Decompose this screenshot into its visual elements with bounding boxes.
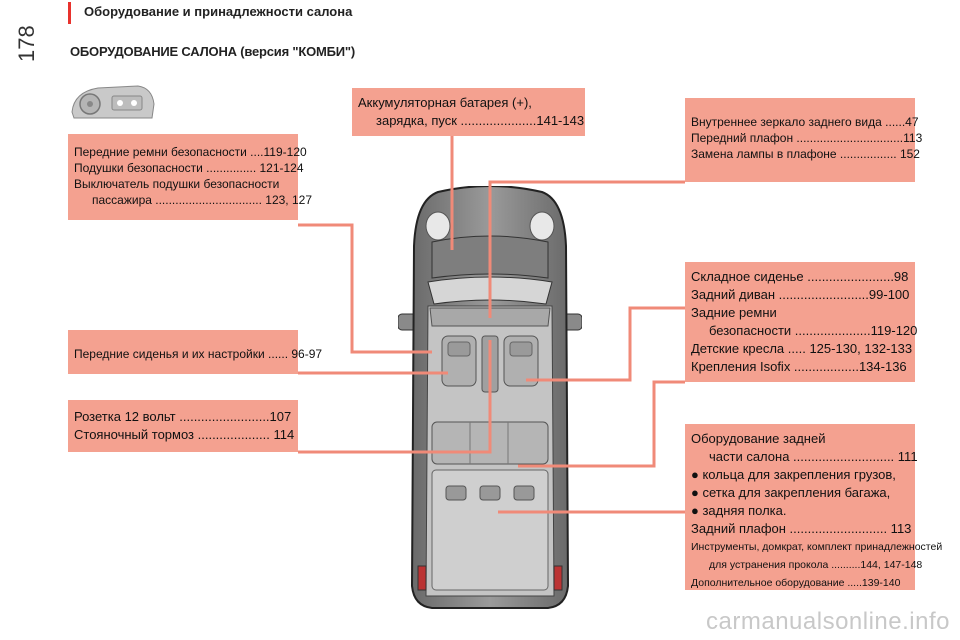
callout-line: ● сетка для закрепления багажа, <box>691 485 891 500</box>
callout-line: безопасности .....................119-12… <box>709 323 918 338</box>
callout-line: Оборудование задней <box>691 431 826 446</box>
callout-rear-equipment: Оборудование задней части салона .......… <box>685 424 943 590</box>
callout-line: Передние сиденья и их настройки ...... 9… <box>74 347 323 361</box>
callout-battery: Аккумуляторная батарея (+), зарядка, пус… <box>352 88 585 136</box>
callout-line: для устранения прокола ..........144, 14… <box>709 559 923 571</box>
callout-line: Крепления Isofix ..................134-1… <box>691 359 907 374</box>
callout-seatbelts: Передние ремни безопасности ....119-120 … <box>68 134 312 220</box>
dashboard-thumbnail-icon <box>71 85 155 119</box>
callout-line: Складное сиденье .......................… <box>691 269 909 284</box>
callout-line: Выключатель подушки безопасности <box>74 177 280 191</box>
callout-line: Инструменты, домкрат, комплект принадлеж… <box>691 541 943 553</box>
callout-line: Детские кресла ..... 125-130, 132-133 <box>691 341 913 356</box>
callout-line: зарядка, пуск .....................141-1… <box>376 113 585 128</box>
page-title: ОБОРУДОВАНИЕ САЛОНА (версия "КОМБИ") <box>70 44 356 59</box>
callout-line: Внутреннее зеркало заднего вида ......47 <box>691 115 919 129</box>
callout-line: части салона ...........................… <box>709 449 918 464</box>
callout-line: ● задняя полка. <box>691 503 787 518</box>
section-marker <box>68 2 71 24</box>
callout-line: Задние ремни <box>691 305 777 320</box>
callout-line: пассажира ..............................… <box>92 193 312 207</box>
callout-line: Аккумуляторная батарея (+), <box>358 95 532 110</box>
section-title: Оборудование и принадлежности салона <box>84 4 353 19</box>
callout-line: Передний плафон ........................… <box>691 131 923 145</box>
watermark: carmanualsonline.info <box>706 608 950 635</box>
callout-line: ● кольца для закрепления грузов, <box>691 467 896 482</box>
callout-line: Задний диван .........................99… <box>691 287 910 302</box>
callout-front-seats: Передние сиденья и их настройки ...... 9… <box>68 330 323 374</box>
callout-line: Замена лампы в плафоне .................… <box>691 147 920 161</box>
callout-line: Передние ремни безопасности ....119-120 <box>74 145 307 159</box>
callout-line: Стояночный тормоз .................... 1… <box>74 427 295 442</box>
callout-line: Задний плафон ..........................… <box>691 521 912 536</box>
callout-socket-brake: Розетка 12 вольт .......................… <box>68 400 298 452</box>
callout-line: Подушки безопасности ............... 121… <box>74 161 304 175</box>
callout-rear-seats: Складное сиденье .......................… <box>685 262 918 382</box>
callout-line: Дополнительное оборудование .....139-140 <box>691 577 901 589</box>
callout-line: Розетка 12 вольт .......................… <box>74 409 292 424</box>
callout-mirror-lamp: Внутреннее зеркало заднего вида ......47… <box>685 98 923 182</box>
